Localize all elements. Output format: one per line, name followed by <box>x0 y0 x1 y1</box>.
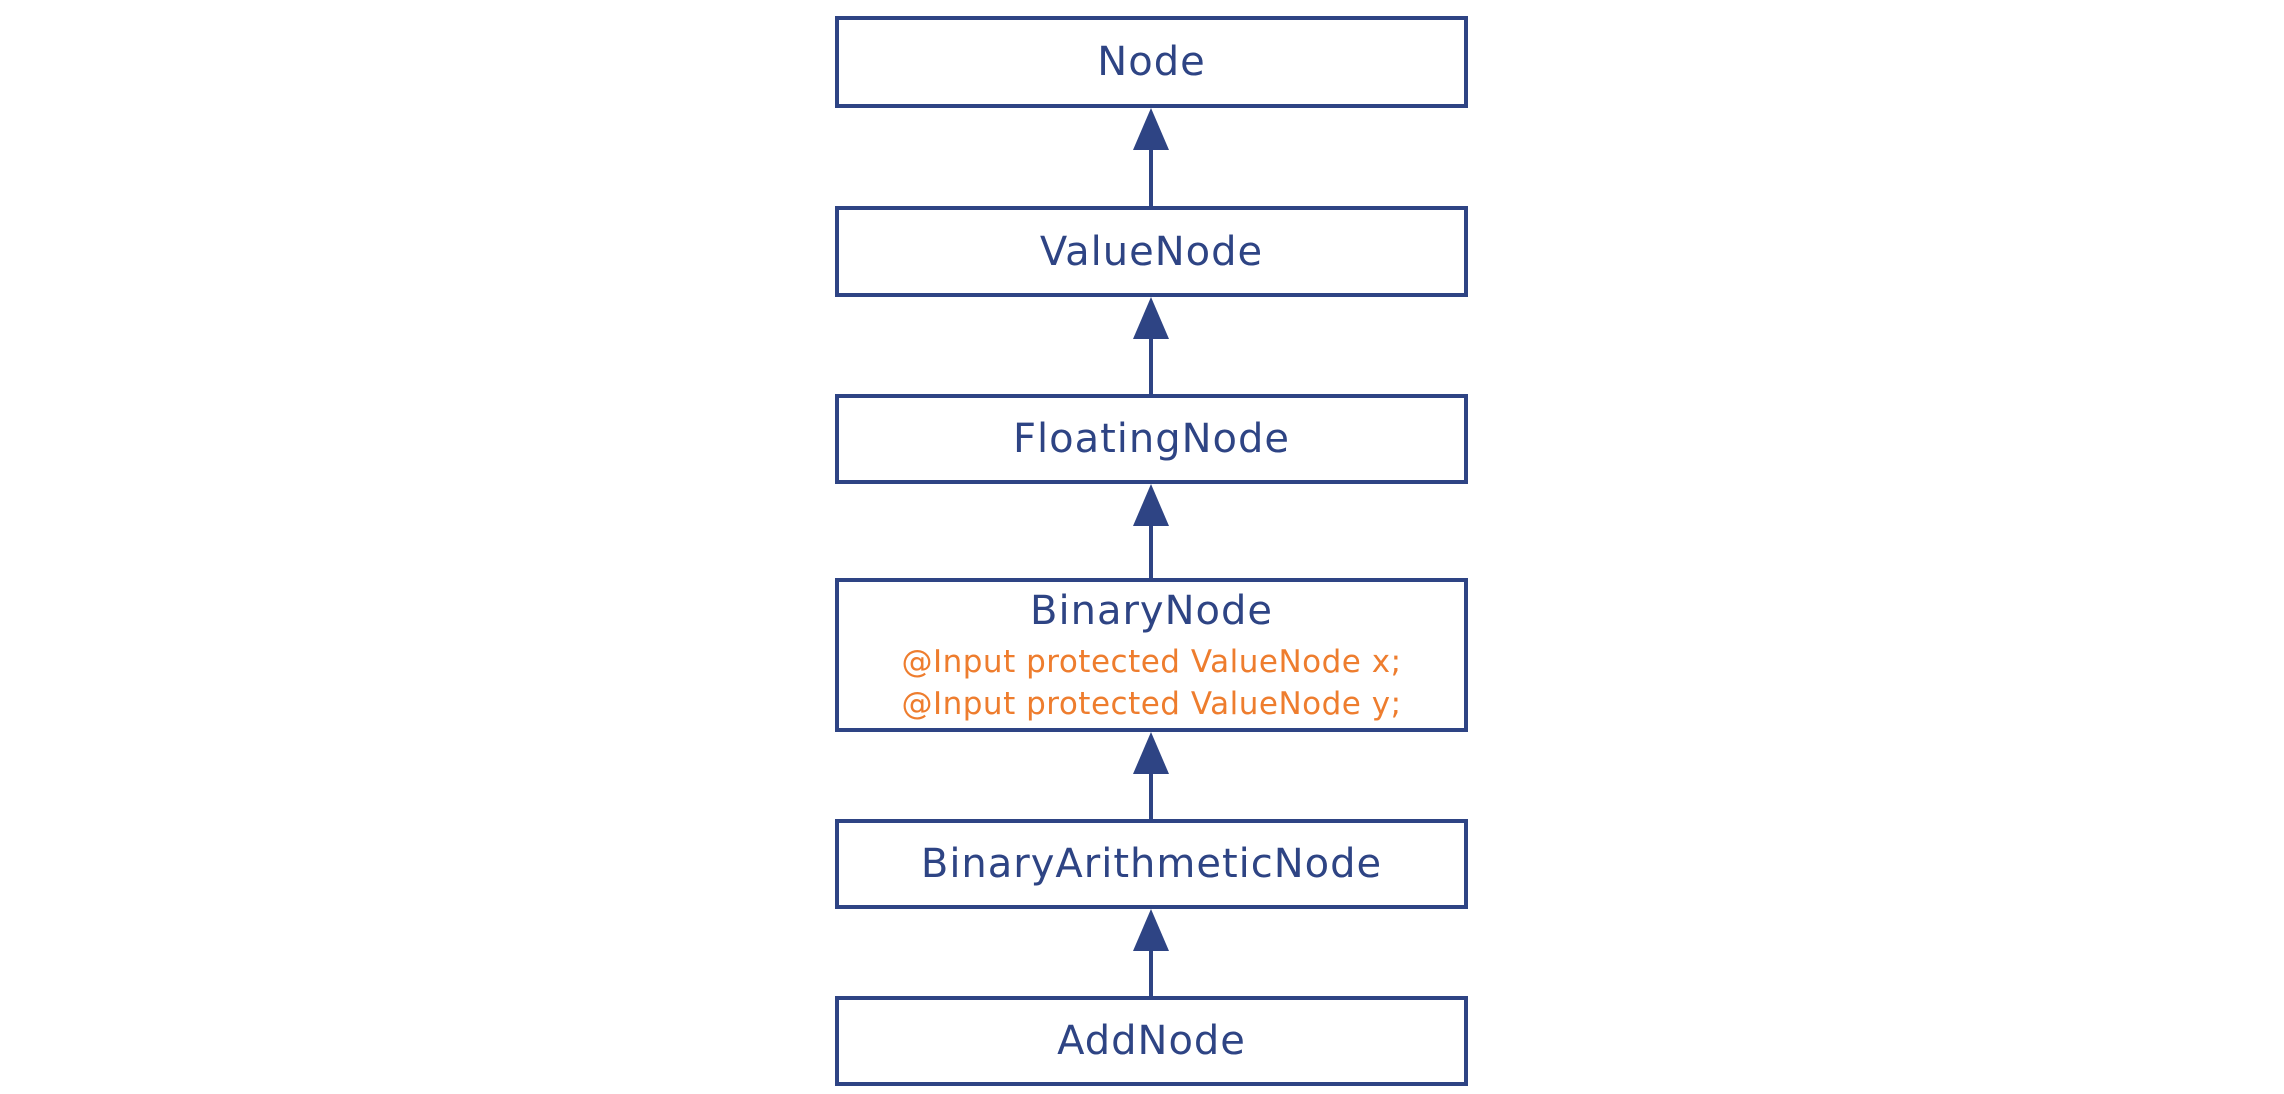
class-box-valuenode: ValueNode <box>835 206 1468 297</box>
arrow-up-icon <box>1133 909 1169 951</box>
class-name-label: ValueNode <box>1039 228 1264 275</box>
class-name-label: BinaryArithmeticNode <box>920 841 1383 887</box>
inheritance-arrow <box>1133 909 1169 996</box>
inheritance-arrow <box>1133 732 1169 819</box>
class-name-label: Node <box>1097 39 1206 85</box>
member-declaration: @Input protected ValueNode y; <box>901 686 1402 722</box>
inheritance-arrow <box>1133 297 1169 394</box>
class-box-binarynode: BinaryNode @Input protected ValueNode x;… <box>835 578 1468 732</box>
class-name-label: AddNode <box>1057 1018 1246 1064</box>
arrow-up-icon <box>1133 732 1169 774</box>
member-declaration: @Input protected ValueNode x; <box>901 644 1402 680</box>
arrow-up-icon <box>1133 484 1169 526</box>
class-name-label: BinaryNode <box>1030 588 1273 634</box>
inheritance-arrow <box>1133 108 1169 206</box>
class-name-label: FloatingNode <box>1012 416 1291 462</box>
inheritance-arrow <box>1133 484 1169 578</box>
member-list: @Input protected ValueNode x; @Input pro… <box>901 644 1401 722</box>
arrow-up-icon <box>1133 108 1169 150</box>
class-box-addnode: AddNode <box>835 996 1468 1086</box>
arrow-up-icon <box>1133 297 1169 339</box>
class-box-node: Node <box>835 16 1468 108</box>
class-box-floatingnode: FloatingNode <box>835 394 1468 484</box>
class-box-binaryarithmeticnode: BinaryArithmeticNode <box>835 819 1468 909</box>
